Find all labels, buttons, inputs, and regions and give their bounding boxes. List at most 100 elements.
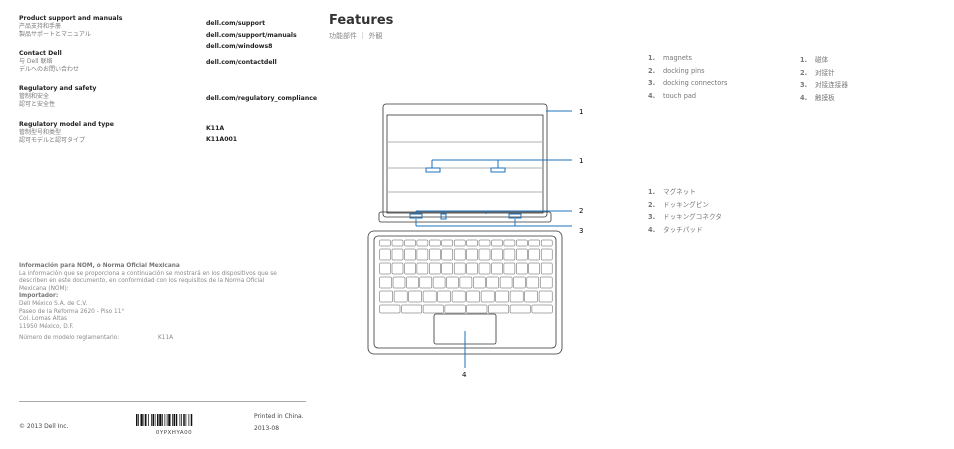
copyright: © 2013 Dell Inc. [19,423,69,430]
key [401,304,423,314]
key [488,304,510,314]
contact-title: Contact Dell [19,50,62,57]
key [528,262,540,275]
barcode-bar [173,414,175,426]
barcode-bar [185,414,187,426]
key [391,248,404,261]
nom-section: Información para NOM, o Norma Oficial Me… [19,263,289,331]
regulatory-sub-ja: 認可と安全性 [19,101,56,108]
barcode-bar [181,414,182,426]
barcode-image [136,414,193,426]
barcode-bar [183,414,185,426]
list-item: 4.タッチパッド [648,225,703,234]
key [459,276,473,289]
key [466,239,478,247]
nom-address-2: Paseo de la Reforma 2620 - Piso 11° [19,308,125,315]
key [429,239,441,247]
nom-model-value: K11A [158,335,174,341]
link-windows8[interactable]: dell.com/windows8 [206,43,273,50]
link-manuals[interactable]: dell.com/support/manuals [206,31,297,39]
barcode-bar [179,414,181,426]
key [379,304,401,314]
list-item: 1.磁体 [800,56,829,64]
barcode-bar [175,414,178,426]
list-item: 2.对接针 [800,68,835,77]
key [391,262,404,275]
key [416,248,429,261]
barcode-bar [172,414,173,426]
key [516,262,528,275]
contact-section: Contact Dell 与 Dell 联络 デルへのお問い合わせ [19,50,179,74]
key [422,290,437,303]
barcode-bar [168,414,171,426]
printed-in: Printed in China. [254,413,304,420]
key [509,304,531,314]
key [516,239,528,247]
link-regulatory[interactable]: dell.com/regulatory_compliance [206,95,318,102]
list-item: 4.touch pad [648,91,697,100]
nom-address-4: 11950 México, D.F. [19,323,74,330]
list-item: 3.对接连接器 [800,81,848,90]
key [422,304,444,314]
support-sub-zh: 产品支持和手册 [19,23,62,30]
support-links: dell.com/support dell.com/support/manual… [206,18,297,53]
key [446,276,459,289]
barcode-bar [164,414,166,426]
barcode-bar [162,414,163,426]
key [540,262,553,275]
model-section: Regulatory model and type 管制型号和类型 認可モデルと… [19,121,179,145]
callout-1: 1 [579,157,583,165]
barcode-bar [166,414,168,426]
barcode-bar [140,414,143,426]
key [466,290,480,303]
key [404,262,416,275]
model-sub-ja: 認可モデルと認可タイプ [19,137,86,144]
key [539,276,553,289]
key [478,262,491,275]
features-list-zh: 1.磁体 2.对接针 3.对接连接器 4.触摸板 [800,54,848,104]
key [451,290,466,303]
key [466,248,478,261]
barcode-bar [138,414,139,426]
list-item: 2.ドッキングピン [648,200,709,209]
key [453,248,466,261]
support-title: Product support and manuals [19,15,123,22]
footer-divider [19,401,306,402]
regulatory-sub-zh: 管制和安全 [19,93,50,100]
key [432,276,446,289]
list-item: 3.docking connectors [648,79,728,88]
barcode: 0YPXHYA00 [136,411,212,436]
link-support[interactable]: dell.com/support [206,20,266,27]
key [540,248,553,261]
docking-pin-center [440,213,447,220]
key [379,276,392,289]
keys-group [379,239,553,314]
key [480,290,495,303]
key [538,290,553,303]
callout-1-top: 1 [579,108,583,116]
page-title: Features [329,13,394,28]
key [379,239,391,247]
support-section: Product support and manuals 产品支持和手册 製品サポ… [19,15,179,39]
key [416,262,429,275]
key [379,290,393,303]
support-sub-ja: 製品サポートとマニュアル [19,31,91,38]
features-list-en: 1.magnets 2.docking pins 3.docking conne… [648,54,727,104]
barcode-bar [159,414,162,426]
nom-address-1: Dell México S.A. de C.V. [19,300,88,307]
regulatory-title: Regulatory and safety [19,85,97,92]
barcode-bar [136,414,138,426]
key [404,239,416,247]
print-date: 2013-08 [254,425,280,432]
callout-4: 4 [462,371,467,379]
model-type: K11A001 [206,135,238,143]
model-values: K11A K11A001 [206,124,237,145]
key [453,262,466,275]
key [429,248,441,261]
link-contactdell[interactable]: dell.com/contactdell [206,59,277,66]
list-item: 4.触摸板 [800,93,835,102]
contact-sub-zh: 与 Dell 联络 [19,58,53,65]
features-list-ja: 1.マグネット 2.ドッキングピン 3.ドッキングコネクタ 4.タッチパッド [648,186,722,236]
barcode-text: 0YPXHYA00 [155,430,193,436]
key [441,239,453,247]
